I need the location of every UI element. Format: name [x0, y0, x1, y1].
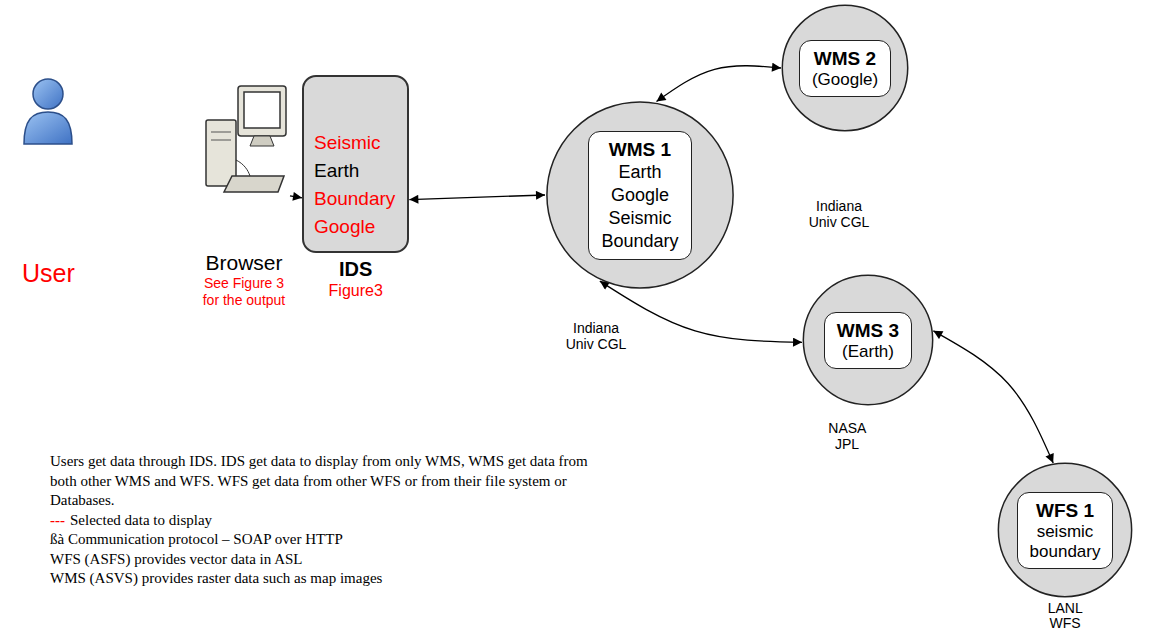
- service-box: WMS 1Earth Google Seismic Boundary: [588, 131, 691, 260]
- connector-arrow: [933, 331, 1053, 463]
- service-box: WMS 3(Earth): [824, 312, 912, 369]
- service-name: WMS 2: [812, 47, 878, 70]
- server-circle: Indiana Univ CGLWMS 2(Google): [781, 4, 909, 132]
- layer-list: Earth Google Seismic Boundary: [601, 161, 678, 253]
- layer-list: (Google): [812, 70, 878, 90]
- user-head: [33, 79, 63, 109]
- circle-shape: [998, 463, 1131, 596]
- site-label: NASA JPL: [828, 420, 865, 452]
- service-name: WMS 3: [837, 319, 899, 342]
- browser-note: See Figure 3 for the output: [196, 275, 292, 309]
- circle-shape: [803, 275, 932, 404]
- service-name: WMS 1: [601, 138, 678, 161]
- cable: [236, 160, 250, 176]
- note-text: ßà Communication protocol – SOAP over HT…: [50, 530, 595, 550]
- note-text: WFS (ASFS) provides vector data in ASL: [50, 550, 595, 570]
- layer-name: Boundary: [314, 185, 395, 213]
- keyboard: [224, 176, 284, 192]
- drive-slot: [211, 140, 231, 141]
- user-body: [24, 112, 72, 144]
- service-name: WFS 1: [1030, 499, 1101, 522]
- actor-label: User: [22, 258, 75, 288]
- note-text: Selected data to display: [70, 512, 212, 528]
- circle-shape: [782, 5, 907, 130]
- site-label: Indiana Univ CGL: [560, 320, 632, 352]
- connector-arrow: [656, 66, 781, 102]
- computer-icon: [198, 80, 290, 202]
- user-icon: [18, 72, 78, 152]
- browser-label: Browser: [196, 250, 292, 275]
- monitor: [238, 86, 286, 136]
- service-box: WFS 1seismic boundary: [1017, 492, 1114, 569]
- screen: [244, 92, 280, 128]
- note-text: WMS (ASVS) provides raster data such as …: [50, 569, 595, 589]
- browser-node: BrowserSee Figure 3 for the output: [198, 80, 290, 202]
- figure-ref: Figure3: [304, 281, 407, 300]
- server-circle: LANL WFSWFS 1seismic boundary: [997, 462, 1133, 598]
- layer-name: Seismic: [314, 129, 395, 157]
- connector-arrow: [290, 196, 302, 198]
- ids-box: SeismicEarthBoundaryGoogleIDSFigure3: [302, 75, 409, 253]
- server-circle: NASA JPLWMS 3(Earth): [802, 274, 934, 406]
- site-label: LANL WFS: [1048, 601, 1083, 631]
- server-circle: Indiana Univ CGLWMS 1Earth Google Seismi…: [545, 100, 735, 290]
- ids-title: IDS: [304, 257, 407, 281]
- layer-name: Google: [314, 213, 395, 241]
- circle-shape: [547, 102, 733, 288]
- layer-name: Earth: [314, 157, 395, 185]
- connector-arrow: [409, 195, 545, 200]
- connector-arrow: [600, 281, 802, 342]
- layer-list: (Earth): [837, 342, 899, 362]
- layer-list: seismic boundary: [1030, 522, 1101, 562]
- notes-block: Users get data through IDS. IDS get data…: [50, 452, 595, 589]
- site-label: Indiana Univ CGL: [803, 198, 875, 230]
- monitor-stand: [250, 136, 274, 146]
- service-box: WMS 2(Google): [799, 40, 891, 97]
- note-text: Users get data through IDS. IDS get data…: [50, 452, 595, 511]
- legend-dashes: ---: [50, 512, 65, 528]
- drive-slot: [211, 132, 231, 133]
